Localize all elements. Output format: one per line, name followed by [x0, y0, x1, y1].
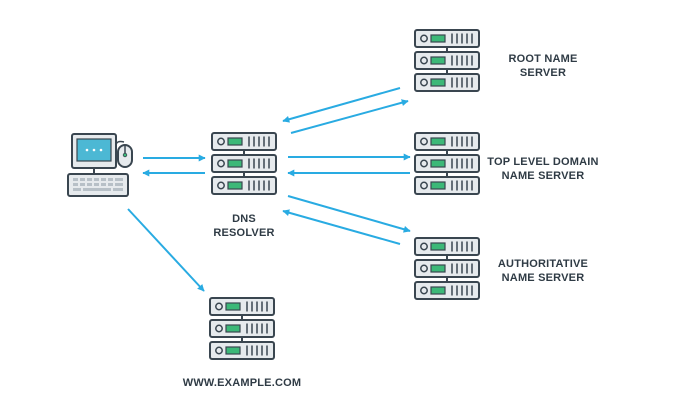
root-label-line-1: ROOT NAME: [508, 53, 578, 65]
website-label: WWW.EXAMPLE.COM: [172, 376, 312, 390]
authoritative-label-line-2: NAME SERVER: [501, 272, 585, 284]
authoritative-label-line-1: AUTHORITATIVE: [497, 258, 589, 270]
root-name-server-label: ROOT NAME SERVER: [487, 52, 599, 80]
dns-resolver-label: DNS RESOLVER: [204, 212, 284, 240]
tld-name-server-label: TOP LEVEL DOMAIN NAME SERVER: [480, 155, 606, 183]
arrow-root-to-resolver: [282, 87, 401, 123]
server-rack-icon: [415, 30, 479, 91]
client-computer: [67, 133, 133, 197]
root-name-server: [415, 30, 479, 91]
website-label-text: WWW.EXAMPLE.COM: [182, 377, 302, 389]
server-rack-icon: [210, 298, 274, 359]
arrow-resolver-to-authoritative: [287, 195, 411, 233]
tld-label-line-1: TOP LEVEL DOMAIN: [487, 156, 599, 168]
arrow-resolver-to-root: [290, 99, 409, 134]
server-rack-icon: [212, 133, 276, 194]
server-rack-icon: [415, 238, 479, 299]
resolver-label-line-1: DNS: [232, 213, 256, 225]
tld-label-line-2: NAME SERVER: [501, 170, 585, 182]
resolver-label-line-2: RESOLVER: [213, 227, 275, 239]
authoritative-name-server: [415, 238, 479, 299]
computer-icon: [67, 133, 133, 197]
arrow-client-to-website: [127, 208, 205, 292]
top-level-domain-name-server: [415, 133, 479, 194]
authoritative-name-server-label: AUTHORITATIVE NAME SERVER: [487, 257, 599, 285]
website-server: [210, 298, 274, 359]
server-rack-icon: [415, 133, 479, 194]
dns-resolver: [212, 133, 276, 194]
arrow-authoritative-to-resolver: [282, 209, 401, 245]
root-label-line-2: SERVER: [519, 67, 567, 79]
arrows: [127, 87, 411, 292]
